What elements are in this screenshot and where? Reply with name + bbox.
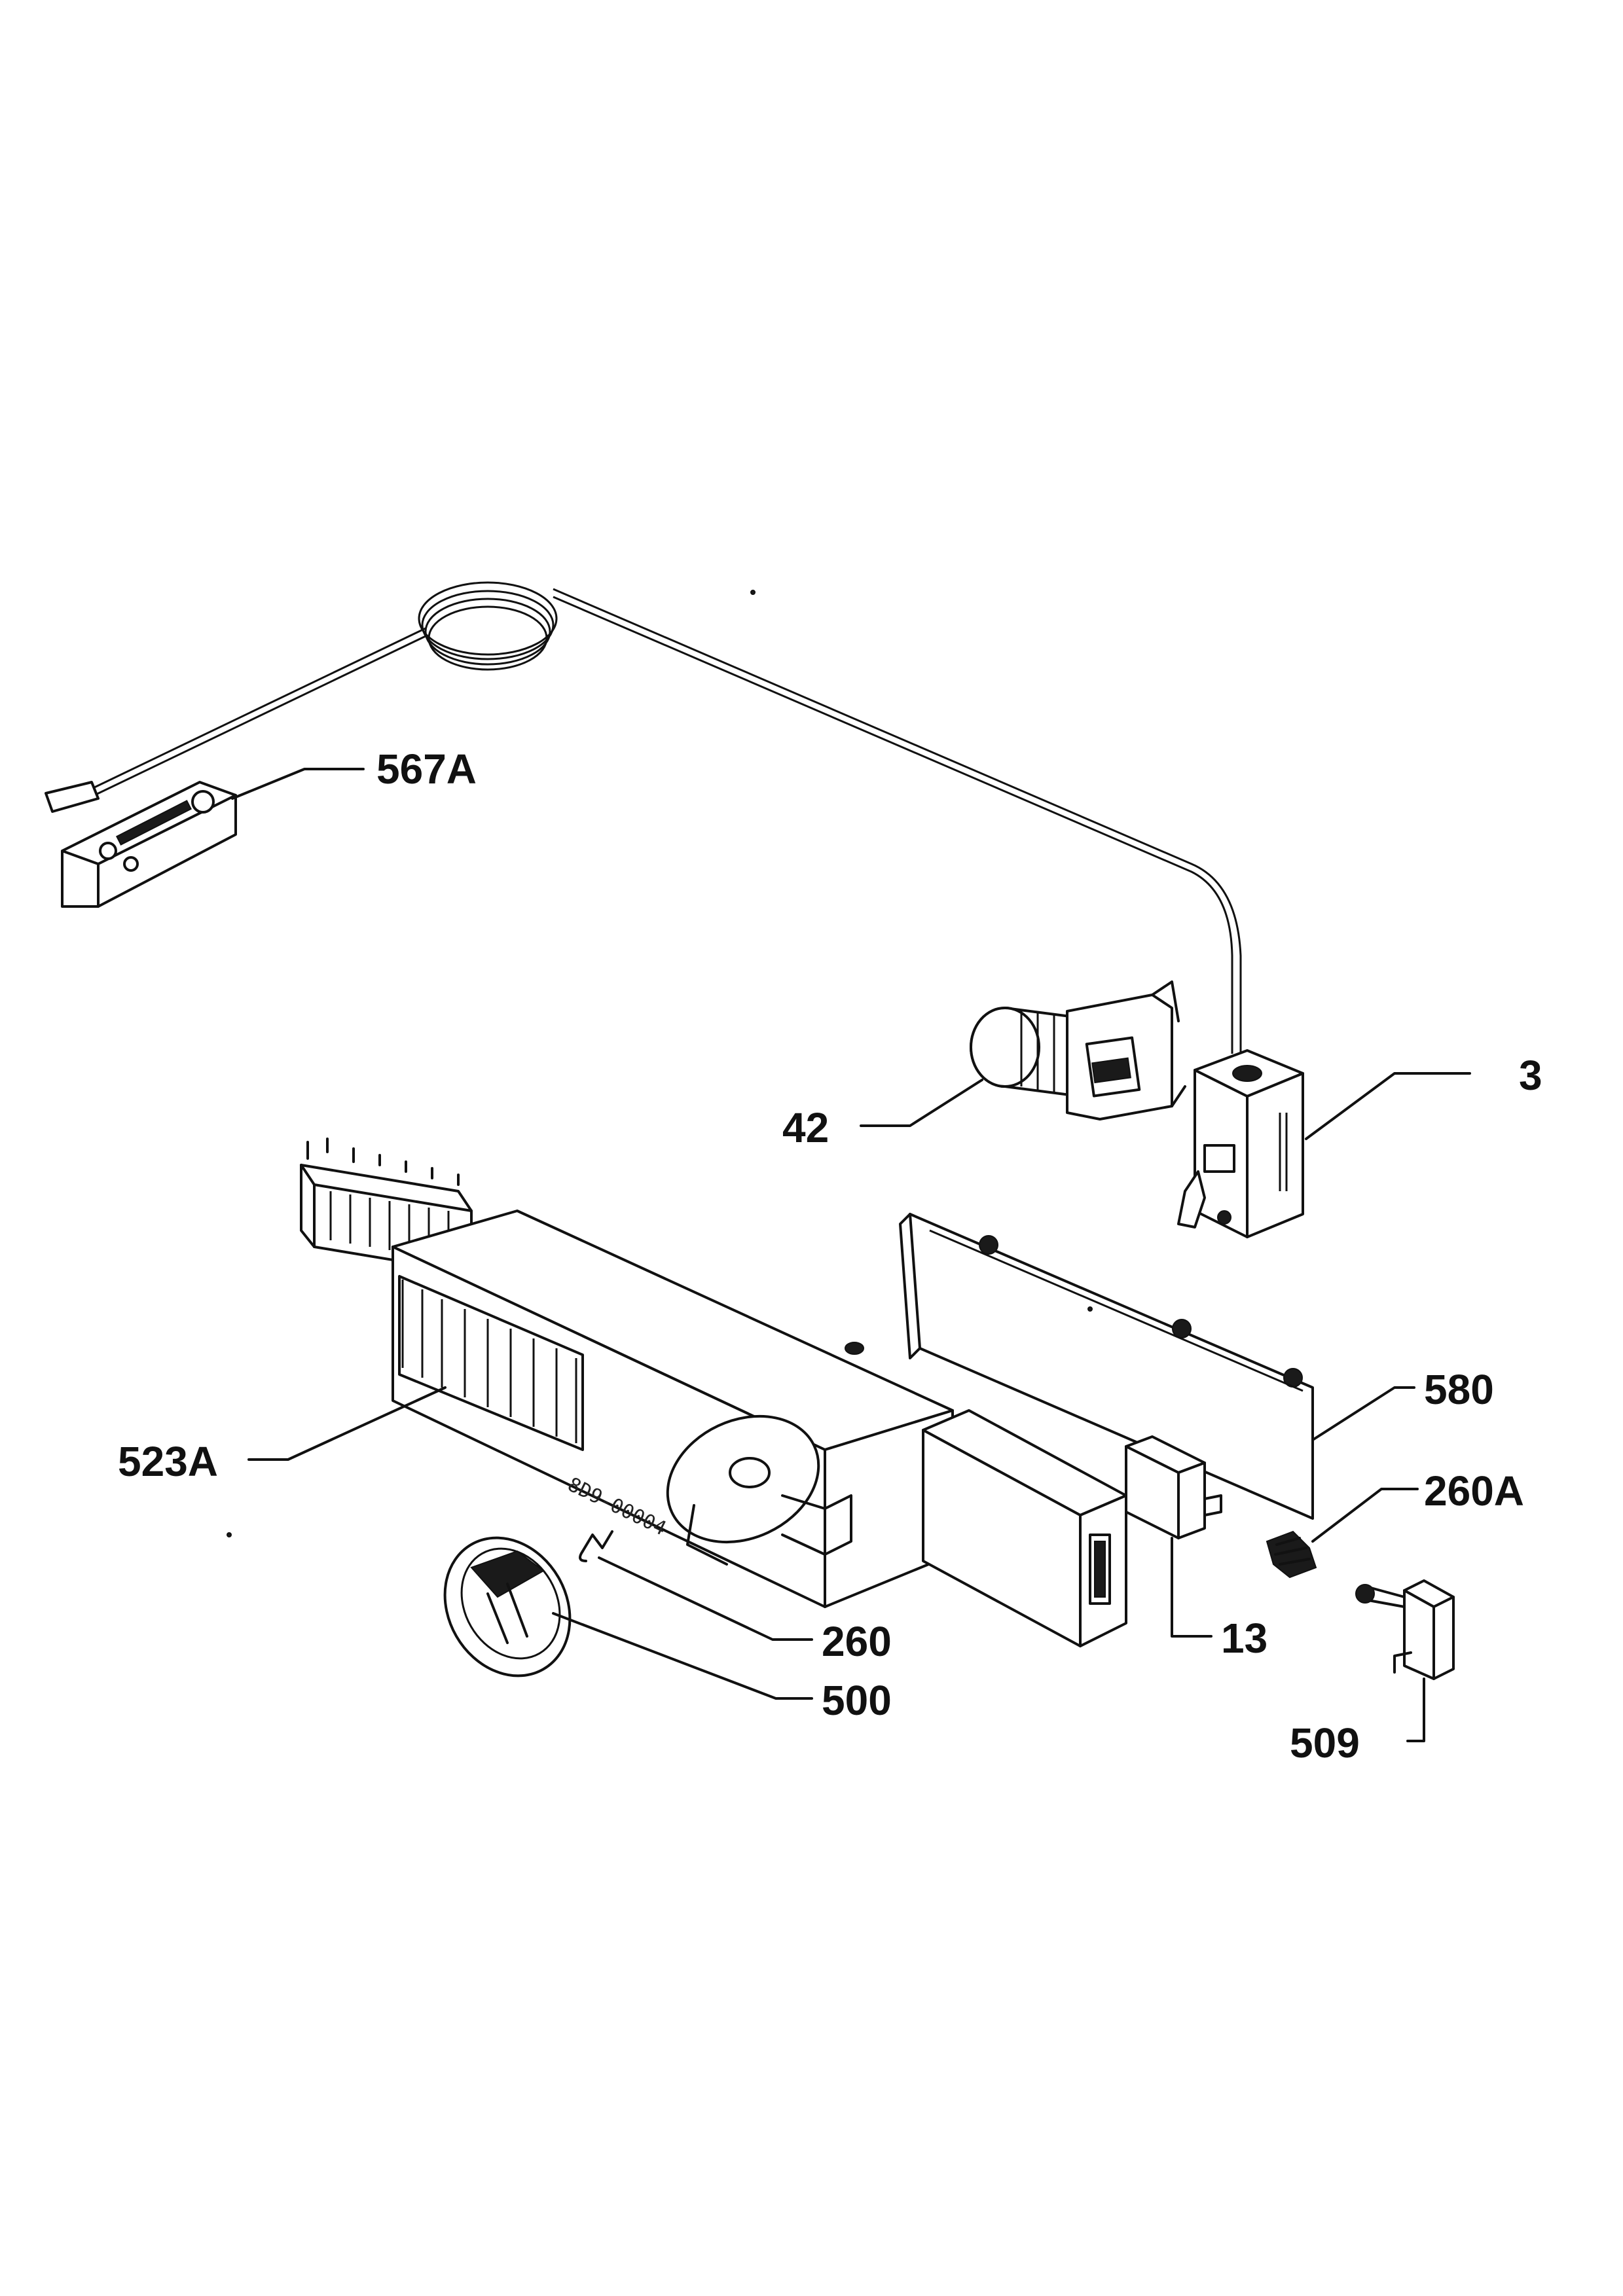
leader-523a	[247, 1386, 447, 1461]
leader-500	[552, 1612, 813, 1700]
leader-260	[598, 1556, 813, 1641]
leader-580	[1311, 1386, 1415, 1441]
capillary-tube	[45, 581, 1242, 1054]
label-523a: 523A	[118, 1438, 218, 1485]
clamp-bracket-567a	[61, 781, 237, 908]
leader-42	[860, 1079, 983, 1127]
switch-509	[1355, 1579, 1455, 1680]
cover-plate-580	[899, 1213, 1314, 1520]
label-260: 260	[822, 1618, 892, 1665]
lamp-holder-42	[970, 980, 1186, 1121]
clip-260	[579, 1530, 613, 1562]
sensor-bulb	[45, 781, 100, 813]
leader-260a	[1311, 1488, 1419, 1543]
label-13: 13	[1221, 1615, 1267, 1662]
control-housing-523a: 8D9-00004	[300, 1138, 954, 1608]
speck	[227, 1532, 232, 1537]
leader-567a	[231, 768, 365, 800]
speck	[750, 590, 756, 595]
leader-3	[1305, 1072, 1471, 1140]
thermostat-3	[1177, 1049, 1304, 1238]
leader-509	[1406, 1677, 1425, 1742]
label-567a: 567A	[376, 745, 477, 793]
label-500: 500	[822, 1677, 892, 1724]
label-509: 509	[1290, 1719, 1360, 1767]
switch-13	[1125, 1435, 1222, 1539]
label-42: 42	[782, 1104, 829, 1151]
label-580: 580	[1424, 1366, 1494, 1413]
spring-260a	[1266, 1530, 1317, 1579]
light-cover-box	[922, 1409, 1127, 1647]
knob-500	[443, 1536, 572, 1677]
label-3: 3	[1519, 1052, 1542, 1099]
leader-13	[1171, 1537, 1213, 1638]
label-260a: 260A	[1424, 1467, 1524, 1515]
